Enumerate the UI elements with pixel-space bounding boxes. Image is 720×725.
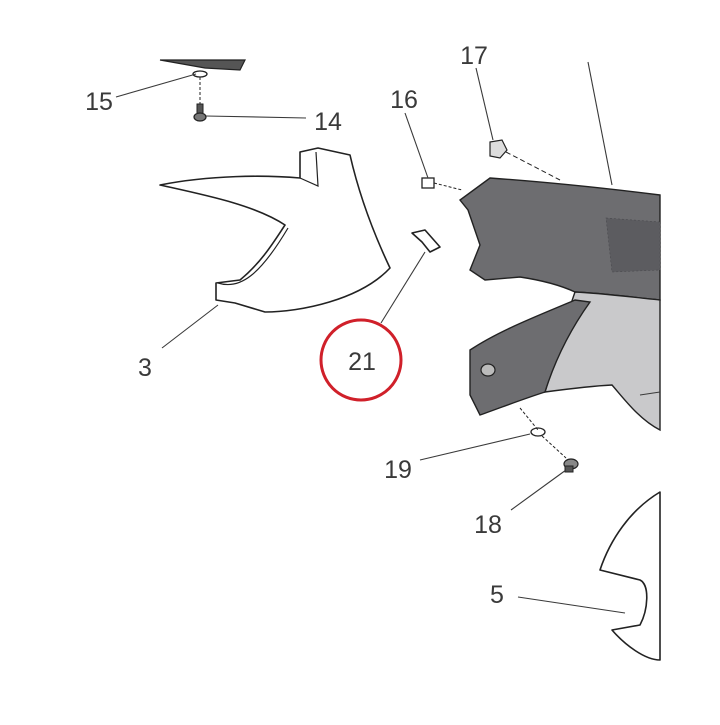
bolt-shaft-18	[541, 435, 567, 459]
leader-5	[517, 596, 626, 614]
cover-part-3-inner-edge	[217, 151, 319, 286]
bolt-shaft-19	[519, 407, 539, 431]
leader-panel	[639, 391, 661, 396]
fairing-lower	[469, 299, 592, 416]
leader-3	[161, 304, 219, 349]
cover-part-3	[159, 147, 391, 313]
leader-21	[380, 251, 426, 324]
nut-17	[489, 139, 561, 181]
callout-15: 15	[85, 88, 113, 116]
screw-18	[563, 458, 579, 473]
callout-21: 21	[348, 348, 376, 376]
callout-18: 18	[474, 511, 502, 539]
screw-14	[193, 103, 207, 122]
bracket-top	[159, 59, 246, 71]
callout-14: 14	[314, 108, 342, 136]
leader-17b	[587, 61, 613, 186]
fairing-texture	[605, 217, 661, 273]
highlight-circle-21	[319, 318, 403, 402]
cover-part-5	[599, 491, 661, 661]
callout-3: 3	[138, 354, 152, 382]
callout-16: 16	[390, 86, 418, 114]
callout-19: 19	[384, 456, 412, 484]
clip-16	[421, 177, 463, 191]
leader-16	[404, 112, 429, 179]
washer-19	[530, 427, 546, 437]
callout-5: 5	[490, 581, 504, 609]
leader-18	[510, 469, 567, 511]
leader-14	[205, 115, 307, 119]
clip-part-21	[411, 229, 441, 253]
leader-15	[115, 73, 197, 98]
fairing-grommet	[480, 363, 496, 377]
callout-17: 17	[460, 42, 488, 70]
leader-17	[475, 67, 494, 141]
leader-19	[419, 433, 531, 461]
